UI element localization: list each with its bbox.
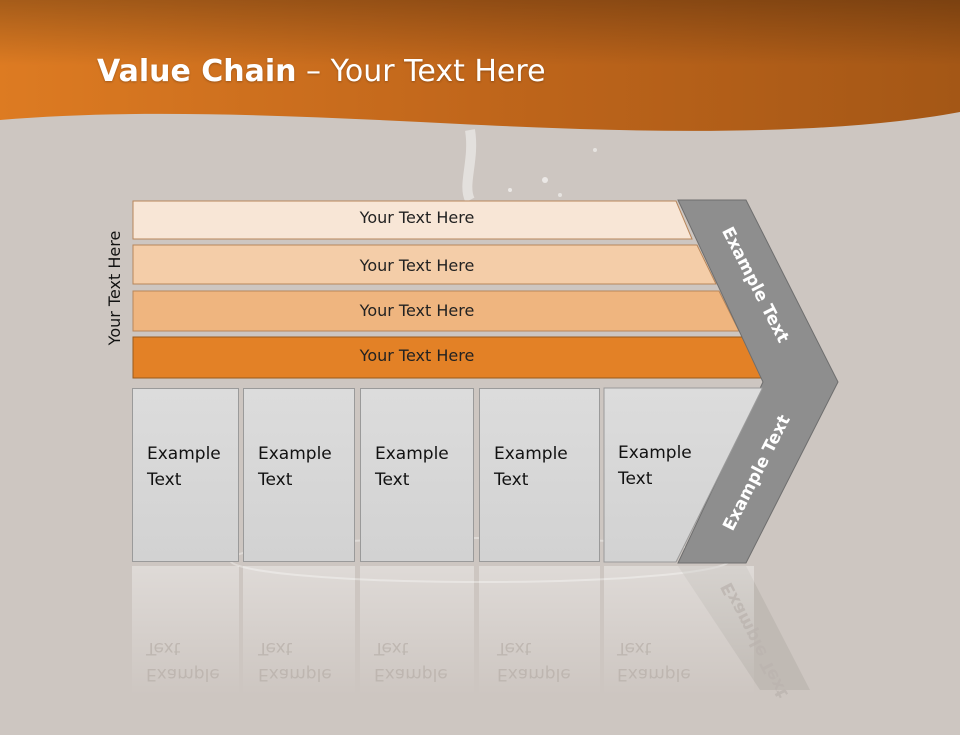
page-title: Value Chain – Your Text Here <box>97 54 546 89</box>
reflection-5-line1: Example <box>617 664 691 684</box>
reflection-4-line2: Text <box>497 638 532 658</box>
activity-box-5-shape <box>603 387 763 563</box>
reflection-3-line1: Example <box>374 664 448 684</box>
reflection-text-1: Example Text <box>146 635 220 687</box>
reflection-text-2: Example Text <box>258 635 332 687</box>
chevron-shape <box>677 199 839 564</box>
box-2-line2: Text <box>258 470 293 490</box>
value-chain-diagram <box>132 199 839 690</box>
box-1-line2: Text <box>147 470 182 490</box>
box-4-line2: Text <box>494 470 529 490</box>
bar-1-shape <box>132 200 693 240</box>
slide: Value Chain – Your Text Here Your Text H… <box>0 0 960 701</box>
reflection-text-5: Example Text <box>617 635 691 687</box>
boxes-reflection <box>132 566 754 696</box>
reflection-3-line2: Text <box>374 638 409 658</box>
reflection-1-line1: Example <box>146 664 220 684</box>
reflection-4-line1: Example <box>497 664 571 684</box>
box-5-line2: Text <box>618 469 653 489</box>
reflection-5-line2: Text <box>617 638 652 658</box>
box-1-line1: Example <box>147 444 221 464</box>
bar-2-label: Your Text Here <box>359 256 475 275</box>
box-5-line1: Example <box>618 443 692 463</box>
box-2-line1: Example <box>258 444 332 464</box>
title-rest: – Your Text Here <box>296 54 546 89</box>
reflection-1-line2: Text <box>146 638 181 658</box>
header-band <box>0 0 960 131</box>
bar-4-label: Your Text Here <box>359 346 475 365</box>
bar-3-label: Your Text Here <box>359 301 475 320</box>
bar-2-shape <box>132 244 717 285</box>
reflection-2-line2: Text <box>258 638 293 658</box>
title-bold: Value Chain <box>97 54 297 89</box>
box-3-line2: Text <box>375 470 410 490</box>
box-3-line1: Example <box>375 444 449 464</box>
box-4-line1: Example <box>494 444 568 464</box>
bar-1-label: Your Text Here <box>359 208 475 227</box>
reflection-text-4: Example Text <box>497 635 571 687</box>
reflection-text-3: Example Text <box>374 635 448 687</box>
reflection-2-line1: Example <box>258 664 332 684</box>
